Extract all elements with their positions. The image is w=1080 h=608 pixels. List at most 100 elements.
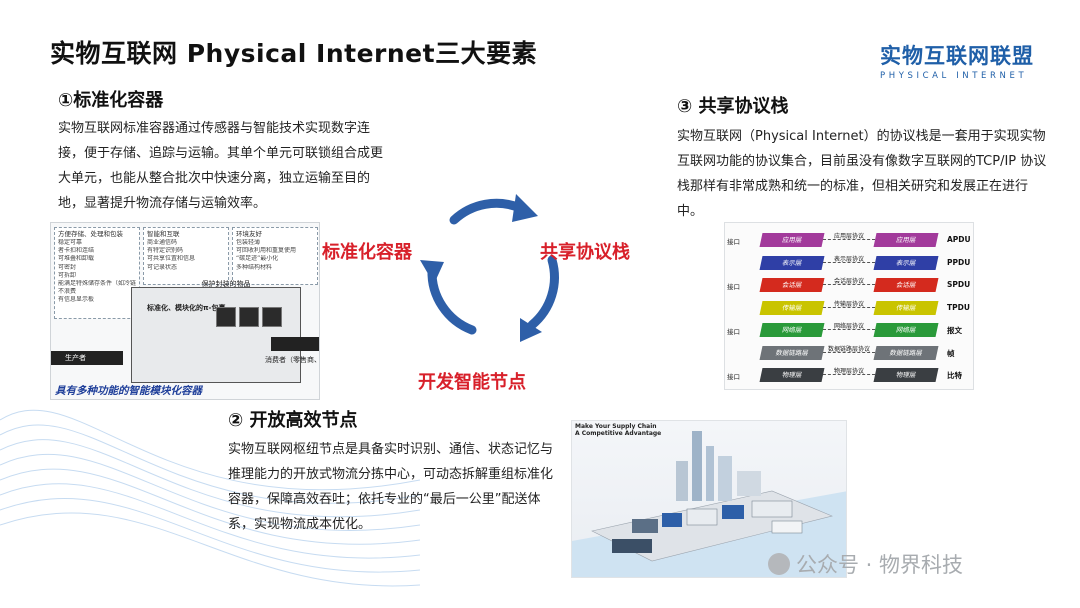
stack-protocol-label: 物理层协议 xyxy=(833,368,864,375)
stack-protocol-line xyxy=(823,306,875,308)
section-text-protocol: 实物互联网（Physical Internet）的协议栈是一套用于实现实物互联网… xyxy=(677,129,1047,219)
stack-protocol-line xyxy=(823,261,875,263)
stack-layer-left: 物理层 xyxy=(759,368,825,382)
stack-row: 接口网络层网络层协议网络层报文 xyxy=(725,321,975,339)
wechat-icon xyxy=(768,553,790,575)
flow-arrow xyxy=(51,351,123,365)
stack-protocol-line xyxy=(823,284,875,285)
stack-protocol-label: 传输层协议 xyxy=(833,300,864,308)
stack-interface-label: 接口 xyxy=(727,283,740,291)
city-tagline-1: Make Your Supply Chain xyxy=(575,423,657,430)
figure-column-head: 智能和互联 xyxy=(147,230,180,238)
box-label: 保护封装的物品 xyxy=(201,280,251,288)
stack-layer-right: 表示层 xyxy=(873,255,939,270)
producer-label: 生产者 xyxy=(65,354,86,362)
stack-protocol-line xyxy=(823,374,875,375)
watermark-text: 公众号 · 物界科技 xyxy=(796,553,964,577)
figure-item: 有信息显示板 xyxy=(58,296,95,304)
stack-protocol-label: 会话层协议 xyxy=(833,278,864,285)
stack-pdu-label: APDU xyxy=(947,235,971,244)
figure-item: 多种结构材料 xyxy=(236,263,273,271)
stack-row: 接口物理层物理层协议物理层比特 xyxy=(725,366,975,384)
stack-protocol-line xyxy=(823,329,875,330)
stack-pdu-label: PPDU xyxy=(947,257,971,267)
figure-item: 可记录状态 xyxy=(147,263,178,271)
figure-item: 可堆叠和卸载 xyxy=(58,255,95,263)
figure-item: 可密封 xyxy=(58,263,77,271)
city-tagline-2: A Competitive Advantage xyxy=(575,430,662,437)
modular-label: 标准化、模块化的π-包裹 xyxy=(147,304,226,312)
stack-layer-right: 物理层 xyxy=(873,368,939,382)
stack-protocol-line xyxy=(823,239,875,240)
figure-item: 不浪费 xyxy=(58,288,77,296)
section-title-protocol: ③ 共享协议栈 xyxy=(677,96,789,117)
figure-column-head: 方便存储、处理和包装 xyxy=(58,230,123,238)
stack-protocol-label: 数据链路层协议 xyxy=(827,345,870,353)
modular-cube xyxy=(216,307,236,327)
stack-layer-left: 数据链路层 xyxy=(759,345,825,360)
decorative-wave xyxy=(0,409,420,587)
stack-layer-left: 网络层 xyxy=(759,323,825,337)
page-title: 实物互联网 Physical Internet三大要素 xyxy=(50,39,538,68)
stack-interface-label: 接口 xyxy=(727,373,740,381)
stack-layer-right: 网络层 xyxy=(873,323,939,337)
figure-item: 有特定识别码 xyxy=(147,247,184,255)
cycle-label-containers: 标准化容器 xyxy=(322,242,412,263)
section-title-nodes: ② 开放高效节点 xyxy=(228,410,358,431)
figure-column-head: 环境友好 xyxy=(236,230,262,238)
stack-row: 接口 会话层 会话层协议 会话层 SPDU xyxy=(725,276,975,294)
figure-item: 者卡扣和连结 xyxy=(58,247,95,255)
stack-row: 数据链路层数据链路层协议数据链路层帧 xyxy=(725,344,975,362)
brand-logo: 实物互联网联盟 PHYSICAL INTERNET xyxy=(880,40,1034,81)
figure-column-eco: 环境友好 包装轻薄 可回收利用和重复使用 “碳足迹”最小化 多种结构材料 xyxy=(232,227,318,285)
modular-cube xyxy=(239,307,259,327)
section-text-nodes: 实物互联网枢纽节点是具备实时识别、通信、状态记忆与推理能力的开放式物流分拣中心，… xyxy=(228,442,554,532)
stack-pdu-label: TPDU xyxy=(947,302,970,312)
stack-protocol-label: 表示层协议 xyxy=(833,255,864,263)
figure-item: 可共享位置和信息 xyxy=(147,255,196,263)
cycle-arrow-left xyxy=(427,265,477,335)
stack-interface-label: 接口 xyxy=(727,328,740,336)
stack-layer-left: 表示层 xyxy=(759,255,825,270)
cycle-label-nodes: 开发智能节点 xyxy=(418,372,526,393)
stack-pdu-label: 比特 xyxy=(947,371,962,380)
stack-layer-left: 会话层 xyxy=(759,278,825,292)
logo-cn-text: 实物互联网联盟 xyxy=(880,44,1034,68)
section-title-containers: ①标准化容器 xyxy=(58,90,164,111)
cycle-label-protocol: 共享协议栈 xyxy=(540,242,630,263)
section-text-containers: 实物互联网标准容器通过传感器与智能技术实现数字连接，便于存储、追踪与运输。其单个… xyxy=(58,121,384,211)
stack-protocol-line xyxy=(823,351,875,353)
consumer-label: 消费者（零售商、批发商） xyxy=(265,356,319,364)
stack-protocol-label: 应用层协议 xyxy=(833,233,864,240)
figure-item: 可回收利用和重复使用 xyxy=(236,247,297,255)
cycle-arrows-diagram xyxy=(420,194,559,342)
cycle-arrow-right xyxy=(527,255,559,330)
figure-item: 能满足特殊储存条件（如冷链运输） xyxy=(58,280,136,288)
stack-layer-left: 应用层 xyxy=(759,233,825,247)
stack-protocol-label: 网络层协议 xyxy=(833,323,864,330)
figure-item: 可拆卸 xyxy=(58,271,77,279)
stack-layer-right: 数据链路层 xyxy=(873,345,939,360)
logo-en-text: PHYSICAL INTERNET xyxy=(880,71,1028,81)
stack-layer-right: 会话层 xyxy=(873,278,939,292)
figure-item: 商业通信码 xyxy=(147,239,178,246)
stack-layer-right: 传输层 xyxy=(873,300,939,315)
smart-container-figure: 方便存储、处理和包装 稳定可靠 者卡扣和连结 可堆叠和卸载 可密封 可拆卸 能满… xyxy=(50,222,320,400)
figure-caption: 具有多种功能的智能模块化容器 xyxy=(55,385,202,397)
stack-pdu-label: SPDU xyxy=(947,280,971,289)
stack-layer-left: 传输层 xyxy=(759,300,825,315)
stack-pdu-label: 帧 xyxy=(947,348,955,358)
figure-column-storage: 方便存储、处理和包装 稳定可靠 者卡扣和连结 可堆叠和卸载 可密封 可拆卸 能满… xyxy=(54,227,140,319)
modular-cube xyxy=(262,307,282,327)
stack-layer-right: 应用层 xyxy=(873,233,939,247)
container-box xyxy=(131,287,301,383)
flow-arrow xyxy=(271,337,319,351)
figure-item: 包装轻薄 xyxy=(236,239,261,246)
figure-column-smart: 智能和互联 商业通信码 有特定识别码 可共享位置和信息 可记录状态 xyxy=(143,227,229,285)
cycle-arrow-top xyxy=(449,198,525,225)
stack-pdu-label: 报文 xyxy=(947,326,962,335)
